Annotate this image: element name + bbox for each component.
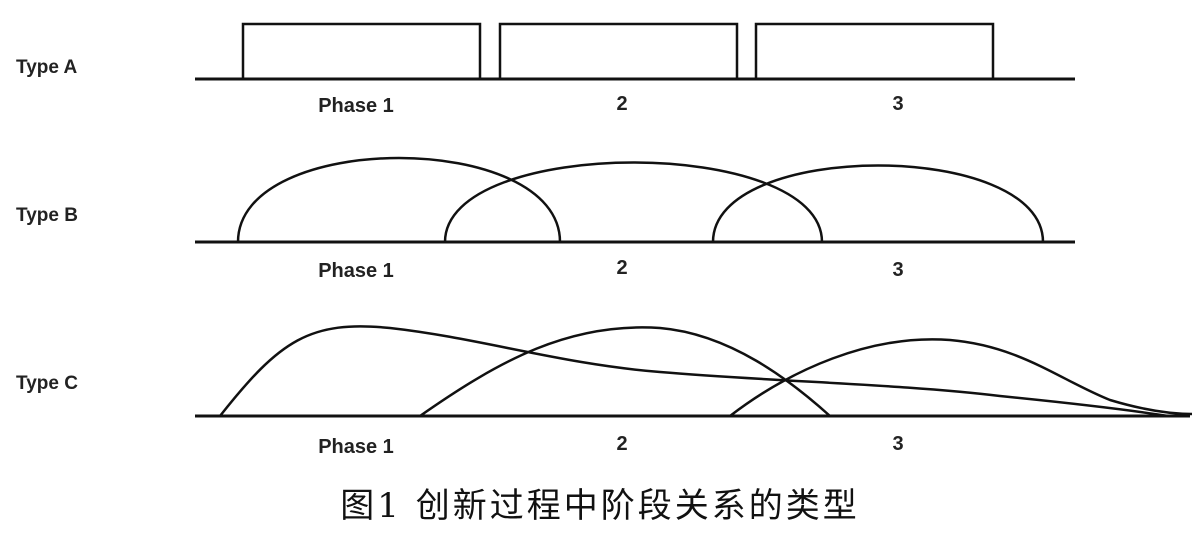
phase-3-arc-type-b — [711, 164, 1045, 243]
row-label-type-a: Type A — [16, 57, 78, 78]
phase-1-curve-type-c — [219, 325, 1169, 418]
phase-1-label-type-b: Phase 1 — [318, 260, 394, 282]
phase-3-block-type-a — [754, 22, 995, 79]
phase-2-label-type-b: 2 — [616, 257, 627, 279]
phase-1-label-type-c: Phase 1 — [318, 436, 394, 458]
phase-1-label-type-a: Phase 1 — [318, 95, 394, 117]
figure-caption: 图1 创新过程中阶段关系的类型 — [340, 486, 860, 526]
row-label-type-b: Type B — [16, 205, 78, 226]
phase-2-block-type-a — [498, 22, 739, 79]
phase-relationship-diagram: Type A Phase 1 2 3 Type B Phase 1 2 3 Ty… — [16, 22, 1193, 458]
phase-1-block-type-a — [241, 22, 482, 79]
phase-3-curve-type-c — [729, 338, 1193, 417]
phase-3-label-type-b: 3 — [892, 259, 903, 281]
row-label-type-c: Type C — [16, 373, 78, 394]
row-type-a: Type A Phase 1 2 3 — [16, 22, 1075, 117]
row-type-c: Type C Phase 1 2 3 — [16, 325, 1193, 458]
phase-3-label-type-c: 3 — [892, 433, 903, 455]
phase-2-arc-type-b — [443, 161, 824, 243]
phase-2-label-type-a: 2 — [616, 93, 627, 115]
phase-2-label-type-c: 2 — [616, 433, 627, 455]
phase-3-label-type-a: 3 — [892, 93, 903, 115]
row-type-b: Type B Phase 1 2 3 — [16, 156, 1075, 282]
phase-2-curve-type-c — [419, 326, 831, 418]
phase-1-arc-type-b — [236, 156, 562, 243]
